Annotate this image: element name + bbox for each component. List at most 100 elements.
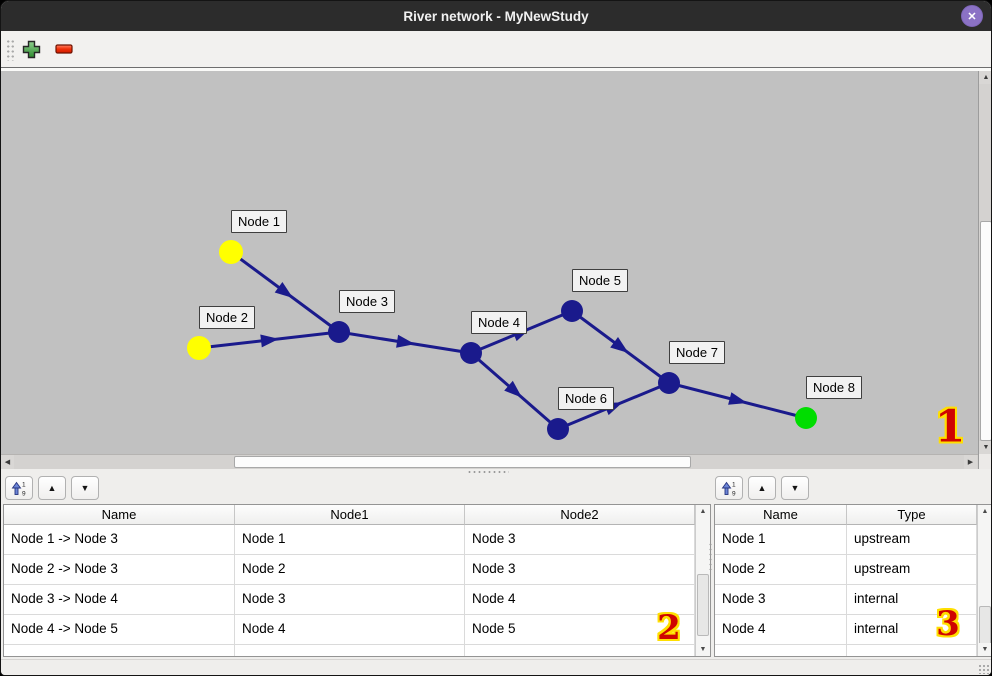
scroll-up-button[interactable]: ▲ (696, 505, 710, 518)
scroll-down-button[interactable]: ▼ (696, 643, 710, 656)
table-cell: Node 3 (235, 585, 465, 615)
nodes-table-scrollbar[interactable]: ▲ ▼ (977, 505, 991, 656)
scroll-left-button[interactable]: ◀ (1, 455, 14, 469)
canvas-hscroll-thumb[interactable] (234, 456, 691, 468)
splitter-handle-icon (467, 470, 509, 474)
nodes-sort-button[interactable]: 1 9 (715, 476, 743, 500)
nodes-move-up-button[interactable]: ▲ (748, 476, 776, 500)
node-label[interactable]: Node 6 (558, 387, 614, 410)
scroll-down-icon: ▼ (981, 646, 989, 653)
table-cell: Node 3 (465, 525, 695, 555)
links-move-up-button[interactable]: ▲ (38, 476, 66, 500)
node-label[interactable]: Node 3 (339, 290, 395, 313)
column-header[interactable]: Node1 (235, 505, 465, 525)
svg-text:9: 9 (22, 490, 26, 497)
node-label[interactable]: Node 5 (572, 269, 628, 292)
links-scroll-thumb[interactable] (697, 574, 709, 636)
network-node[interactable] (795, 407, 817, 429)
column-header[interactable]: Name (715, 505, 847, 525)
canvas-vscroll-thumb[interactable] (980, 221, 991, 441)
svg-text:1: 1 (732, 481, 736, 488)
sort-rows-icon: 1 9 (11, 481, 26, 497)
network-node[interactable] (547, 418, 569, 440)
scrollbar-corner (978, 454, 991, 469)
column-header[interactable]: Name (4, 505, 235, 525)
network-node[interactable] (658, 372, 680, 394)
main-toolbar (1, 31, 991, 68)
table-cell (465, 645, 695, 656)
sort-rows-icon: 1 9 (721, 481, 736, 497)
node-label[interactable]: Node 7 (669, 341, 725, 364)
empty-row (4, 645, 710, 656)
network-node[interactable] (219, 240, 243, 264)
edge-arrow-icon (504, 380, 522, 398)
canvas-horizontal-scrollbar[interactable]: ◀ ▶ (1, 454, 978, 469)
move-down-icon: ▼ (80, 483, 90, 493)
network-canvas[interactable]: Node 1 Node 2 Node 3 Node 4 Node 5 Node 6 Node… (1, 71, 978, 454)
network-node[interactable] (561, 300, 583, 322)
network-node[interactable] (460, 342, 482, 364)
node-label[interactable]: Node 1 (231, 210, 287, 233)
horizontal-splitter[interactable] (1, 469, 991, 475)
scroll-right-icon: ▶ (967, 459, 974, 466)
scroll-up-button[interactable]: ▲ (979, 71, 991, 84)
table-cell: Node 2 (235, 555, 465, 585)
scroll-down-button[interactable]: ▼ (978, 643, 991, 656)
scroll-down-button[interactable]: ▼ (979, 441, 991, 454)
titlebar: River network - MyNewStudy ✕ (1, 1, 991, 31)
node-label[interactable]: Node 4 (471, 311, 527, 334)
node-label[interactable]: Node 2 (199, 306, 255, 329)
vertical-splitter-handle[interactable] (708, 542, 713, 570)
table-cell: Node 1 (235, 525, 465, 555)
network-node[interactable] (328, 321, 350, 343)
node-label[interactable]: Node 8 (806, 376, 862, 399)
edge-arrow-icon (728, 392, 748, 405)
edge-arrow-icon (260, 334, 279, 348)
links-table-scrollbar[interactable]: ▲ ▼ (695, 505, 710, 656)
table-cell: Node 3 (465, 555, 695, 585)
table-cell: Node 4 -> Node 5 (4, 615, 235, 645)
table-cell: Node 4 (465, 585, 695, 615)
scroll-down-icon: ▼ (699, 646, 707, 653)
scroll-up-icon: ▲ (981, 508, 989, 515)
table-cell: Node 5 (465, 615, 695, 645)
window-title: River network - MyNewStudy (403, 8, 589, 24)
resize-grip-icon[interactable] (978, 664, 989, 674)
links-sort-button[interactable]: 1 9 (5, 476, 33, 500)
links-move-down-button[interactable]: ▼ (71, 476, 99, 500)
table-cell: internal (847, 615, 977, 645)
remove-button[interactable] (52, 37, 76, 61)
move-up-icon: ▲ (757, 483, 767, 493)
scroll-down-icon: ▼ (982, 444, 990, 451)
table-cell: Node 2 (715, 555, 847, 585)
table-cell: Node 4 (715, 615, 847, 645)
scroll-up-button[interactable]: ▲ (978, 505, 991, 518)
close-button[interactable]: ✕ (961, 5, 983, 27)
scroll-right-button[interactable]: ▶ (964, 455, 977, 469)
add-plus-icon (22, 40, 40, 58)
column-header[interactable]: Type (847, 505, 977, 525)
column-header[interactable]: Node2 (465, 505, 695, 525)
edge-arrow-icon (610, 337, 629, 353)
add-button[interactable] (19, 37, 43, 61)
canvas-vertical-scrollbar[interactable]: ▲ ▼ (978, 71, 991, 454)
toolbar-drag-handle[interactable] (6, 39, 15, 61)
table-cell: Node 3 (715, 585, 847, 615)
nodes-move-down-button[interactable]: ▼ (781, 476, 809, 500)
network-node[interactable] (187, 336, 211, 360)
toolbar-divider (1, 68, 991, 71)
